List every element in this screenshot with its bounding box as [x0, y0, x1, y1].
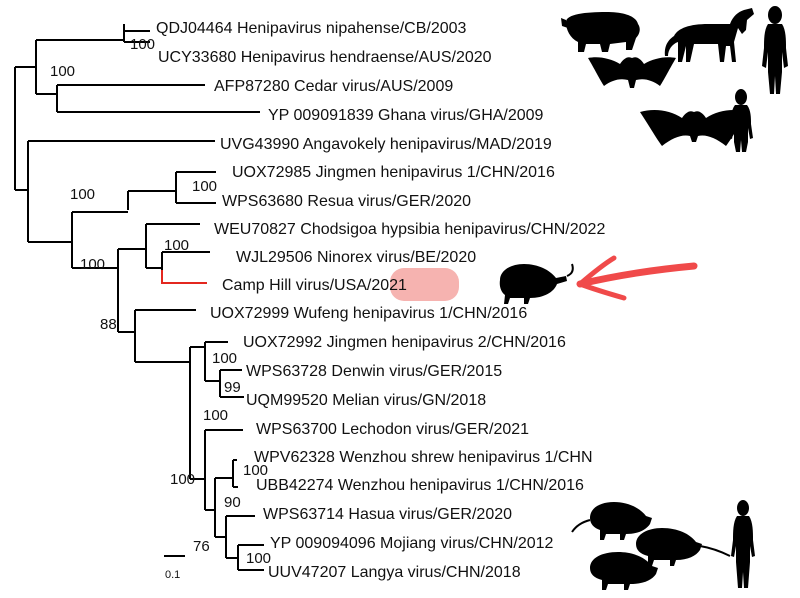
horse-silhouette	[664, 8, 754, 62]
bat-silhouette	[588, 57, 676, 88]
human-silhouette	[729, 89, 753, 152]
taxon-label: UUV47207 Langya virus/CHN/2018	[268, 564, 521, 581]
taxon-label: UOX72992 Jingmen henipavirus 2/CHN/2016	[243, 334, 566, 351]
support-value: 76	[193, 538, 210, 555]
taxon-label: AFP87280 Cedar virus/AUS/2009	[214, 78, 453, 95]
taxon-label-camp-hill: Camp Hill virus/USA/2021	[222, 277, 407, 294]
taxon-label: WPS63680 Resua virus/GER/2020	[222, 193, 471, 210]
shrew-silhouette	[499, 263, 574, 304]
human-silhouette	[762, 6, 788, 94]
year-highlight	[390, 268, 459, 301]
scale-label: 0.1	[165, 569, 180, 581]
support-value: 100	[80, 256, 105, 273]
taxon-label: YP 009094096 Mojiang virus/CHN/2012	[270, 535, 554, 552]
red-arrow	[576, 255, 698, 301]
support-value: 90	[224, 494, 241, 511]
support-value: 100	[50, 63, 75, 80]
support-value: 100	[203, 407, 228, 424]
rat-silhouette	[571, 502, 652, 540]
support-value: 100	[212, 350, 237, 367]
support-values: 100 100 100 100 100 100 88 100 99 100 10…	[50, 36, 271, 567]
taxon-label: UOX72985 Jingmen henipavirus 1/CHN/2016	[232, 164, 555, 181]
taxon-label: UVG43990 Angavokely henipavirus/MAD/2019	[220, 136, 552, 153]
support-value: 88	[100, 316, 117, 333]
support-value: 100	[170, 471, 195, 488]
support-value: 99	[224, 379, 241, 396]
pig-silhouette	[561, 12, 640, 52]
tree-branches	[14, 24, 264, 571]
support-value: 100	[243, 462, 268, 479]
taxon-label: WPS63700 Lechodon virus/GER/2021	[256, 421, 529, 438]
support-value: 100	[164, 237, 189, 254]
support-value: 100	[130, 36, 155, 53]
taxon-label: UBB42274 Wenzhou henipavirus 1/CHN/2016	[256, 477, 584, 494]
bat-silhouette	[640, 110, 748, 146]
taxon-label: YP 009091839 Ghana virus/GHA/2009	[268, 107, 544, 124]
rat-silhouette	[590, 552, 658, 590]
taxon-label: UQM99520 Melian virus/GN/2018	[246, 392, 486, 409]
support-value: 100	[246, 550, 271, 567]
support-value: 100	[70, 186, 95, 203]
taxon-label: WPV62328 Wenzhou shrew henipavirus 1/CHN	[254, 449, 593, 466]
rat-silhouette	[636, 528, 731, 566]
support-value: 100	[192, 178, 217, 195]
taxon-label: UOX72999 Wufeng henipavirus 1/CHN/2016	[210, 305, 527, 322]
scale-bar: 0.1	[164, 555, 185, 581]
taxon-label: WEU70827 Chodsigoa hypsibia henipavirus/…	[214, 221, 605, 238]
taxon-label: WPS63728 Denwin virus/GER/2015	[246, 363, 502, 380]
taxon-label: UCY33680 Henipavirus hendraense/AUS/2020	[158, 49, 492, 66]
taxon-label: WPS63714 Hasua virus/GER/2020	[263, 506, 512, 523]
branch-camp-hill	[161, 270, 207, 284]
human-silhouette	[731, 500, 755, 588]
taxon-label: QDJ04464 Henipavirus nipahense/CB/2003	[156, 20, 467, 37]
taxon-label: WJL29506 Ninorex virus/BE/2020	[236, 249, 476, 266]
taxon-labels: QDJ04464 Henipavirus nipahense/CB/2003 U…	[156, 20, 605, 581]
